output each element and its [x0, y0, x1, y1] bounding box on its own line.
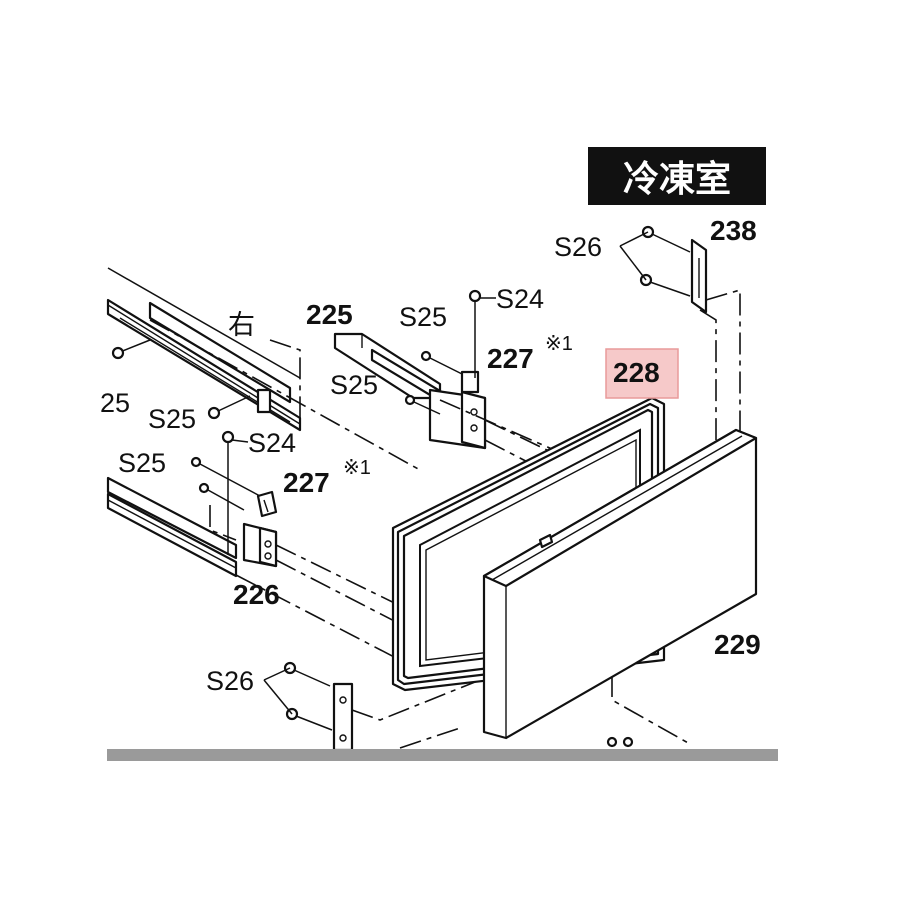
label-238: 238 — [710, 215, 757, 246]
label-s25-left-b: S25 — [118, 448, 166, 478]
left-rail-lower — [106, 476, 238, 578]
label-s26-bottom: S26 — [206, 666, 254, 696]
part-228-highlight — [605, 348, 679, 399]
part-229 — [482, 428, 758, 740]
part-227-lower — [256, 490, 278, 518]
screw-icon — [641, 225, 691, 253]
label-s25-mid: S25 — [330, 370, 378, 400]
label-227-lower: 227 — [283, 467, 330, 498]
screw-icon — [404, 394, 441, 415]
title-background — [588, 147, 766, 205]
bottom-bar — [107, 749, 778, 761]
title-box: 冷凍室 — [588, 147, 766, 205]
lower-bracket — [332, 682, 354, 752]
label-side-right: 右 — [228, 310, 255, 340]
part-227-upper — [428, 370, 487, 450]
left-rail-upper — [106, 267, 302, 432]
label-226: 226 — [233, 579, 280, 610]
label-227-upper: 227 — [487, 343, 534, 374]
screw-icon — [198, 482, 245, 511]
part-238 — [690, 238, 708, 314]
label-s25-cut: 25 — [100, 388, 130, 418]
label-note-upper: ※1 — [545, 333, 573, 355]
leader-lines — [263, 231, 649, 715]
label-228: 228 — [613, 357, 660, 388]
screw-icon — [190, 456, 261, 497]
screw-icon — [283, 661, 331, 687]
label-229: 229 — [714, 629, 761, 660]
part-226 — [242, 522, 278, 568]
screw-icon — [606, 736, 634, 748]
label-s25-left-a: S25 — [148, 404, 196, 434]
screw-icon — [639, 273, 691, 297]
highlight-box — [605, 348, 679, 399]
label-s26-top: S26 — [554, 232, 602, 262]
screw-icon — [207, 395, 251, 420]
label-s24-upper: S24 — [496, 284, 544, 314]
screw-icon — [111, 339, 151, 360]
screw-icon — [420, 350, 463, 375]
label-225: 225 — [306, 299, 353, 330]
screws — [111, 225, 691, 748]
title-label: 冷凍室 — [623, 159, 731, 200]
screw-icon — [468, 289, 482, 378]
screw-icon — [221, 430, 235, 555]
screw-icon — [285, 707, 333, 731]
labels: 右 225 226 227 ※1 227 ※1 228 229 238 S24 … — [100, 215, 761, 696]
label-s24-lower: S24 — [248, 428, 296, 458]
label-s25-top: S25 — [399, 302, 447, 332]
label-note-lower: ※1 — [343, 457, 371, 479]
